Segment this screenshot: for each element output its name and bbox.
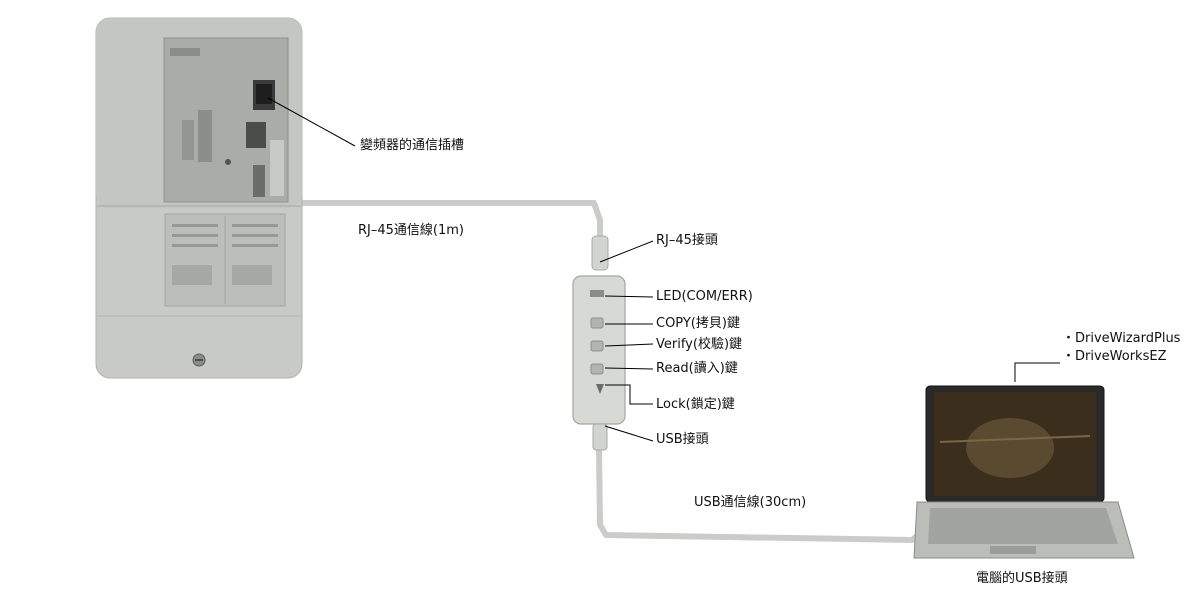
leader-led: [604, 295, 654, 298]
inverter-unit: [95, 17, 303, 379]
label-usb-connector: USB接頭: [656, 432, 709, 447]
usb-cable: [596, 447, 920, 543]
leader-usb-connector: [604, 425, 654, 442]
label-rj45-cable: RJ–45通信線(1m): [358, 223, 464, 238]
leader-inverter-slot: [267, 97, 356, 147]
label-rj45-connector: RJ–45接頭: [656, 233, 718, 248]
label-copy-key: COPY(拷貝)鍵: [656, 316, 740, 331]
label-pc-usb: 電腦的USB接頭: [976, 571, 1068, 586]
label-verify-key: Verify(校驗)鍵: [656, 337, 743, 352]
label-read-key: Read(讀入)鍵: [656, 361, 738, 376]
label-inverter-slot: 變頻器的通信插槽: [360, 138, 465, 153]
copy-unit: [572, 235, 626, 451]
label-led: LED(COM/ERR): [656, 289, 753, 304]
label-software-driveworksez: ・DriveWorksEZ: [1062, 349, 1167, 364]
label-lock-key: Lock(鎖定)鍵: [656, 397, 735, 412]
label-usb-cable: USB通信線(30cm): [694, 495, 807, 510]
laptop: [913, 385, 1135, 559]
label-software-drivewizardplus: ・DriveWizardPlus: [1062, 331, 1181, 346]
leader-lines: [267, 97, 1060, 442]
leader-software: [1014, 362, 1060, 382]
rj45-cable: [272, 200, 603, 236]
leader-verify: [604, 343, 654, 347]
leader-rj45-connector: [599, 240, 654, 263]
leader-read: [604, 367, 654, 370]
leader-lock: [605, 384, 653, 405]
